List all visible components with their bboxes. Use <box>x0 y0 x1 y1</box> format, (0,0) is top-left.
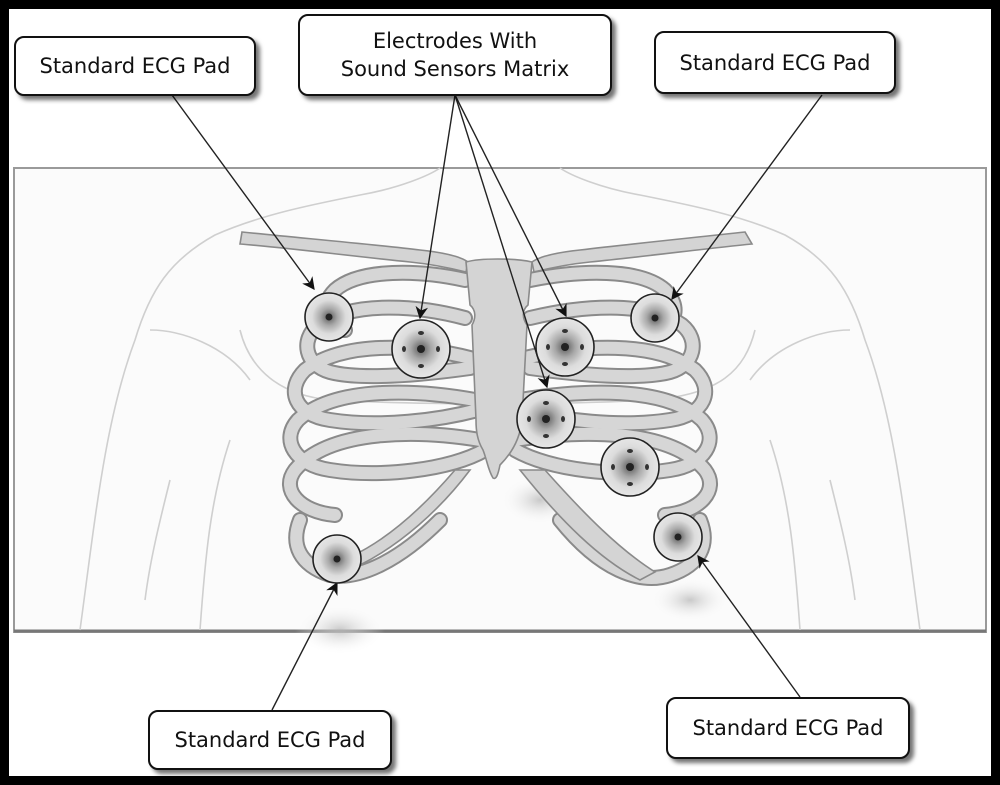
arrow-matrix-3 <box>454 94 550 389</box>
ecg-pad-icon <box>312 534 362 584</box>
label-bottom-right: Standard ECG Pad <box>666 697 910 759</box>
arrow-bottom-right <box>697 554 801 698</box>
ecg-pad-icon <box>630 293 680 343</box>
label-bottom-left-text: Standard ECG Pad <box>174 728 366 752</box>
label-electrode-matrix-line1: Electrodes With <box>372 29 538 53</box>
chest-illustration <box>13 167 987 655</box>
label-top-right: Standard ECG Pad <box>654 31 896 94</box>
sound-sensor-electrode-icon <box>391 319 451 379</box>
arrow-matrix-2 <box>454 94 567 318</box>
arrow-top-right <box>671 94 823 301</box>
sternum <box>465 258 533 480</box>
ecg-pad-icon <box>653 512 703 562</box>
sound-sensor-electrode-icon <box>535 317 595 377</box>
ecg-pad-icon <box>304 292 354 342</box>
label-electrode-matrix: Electrodes With Sound Sensors Matrix <box>298 14 612 96</box>
arrow-bottom-left <box>271 581 338 711</box>
label-bottom-right-text: Standard ECG Pad <box>692 716 884 740</box>
sound-sensor-electrode-icon <box>600 437 660 497</box>
arrow-top-left <box>171 94 315 291</box>
label-top-left-text: Standard ECG Pad <box>39 54 231 78</box>
label-top-left: Standard ECG Pad <box>14 36 256 96</box>
arrow-matrix-1 <box>415 94 456 320</box>
sound-sensor-electrode-icon <box>516 389 576 449</box>
label-bottom-left: Standard ECG Pad <box>148 710 392 770</box>
label-electrode-matrix-line2: Sound Sensors Matrix <box>340 57 570 81</box>
label-top-right-text: Standard ECG Pad <box>679 50 871 75</box>
